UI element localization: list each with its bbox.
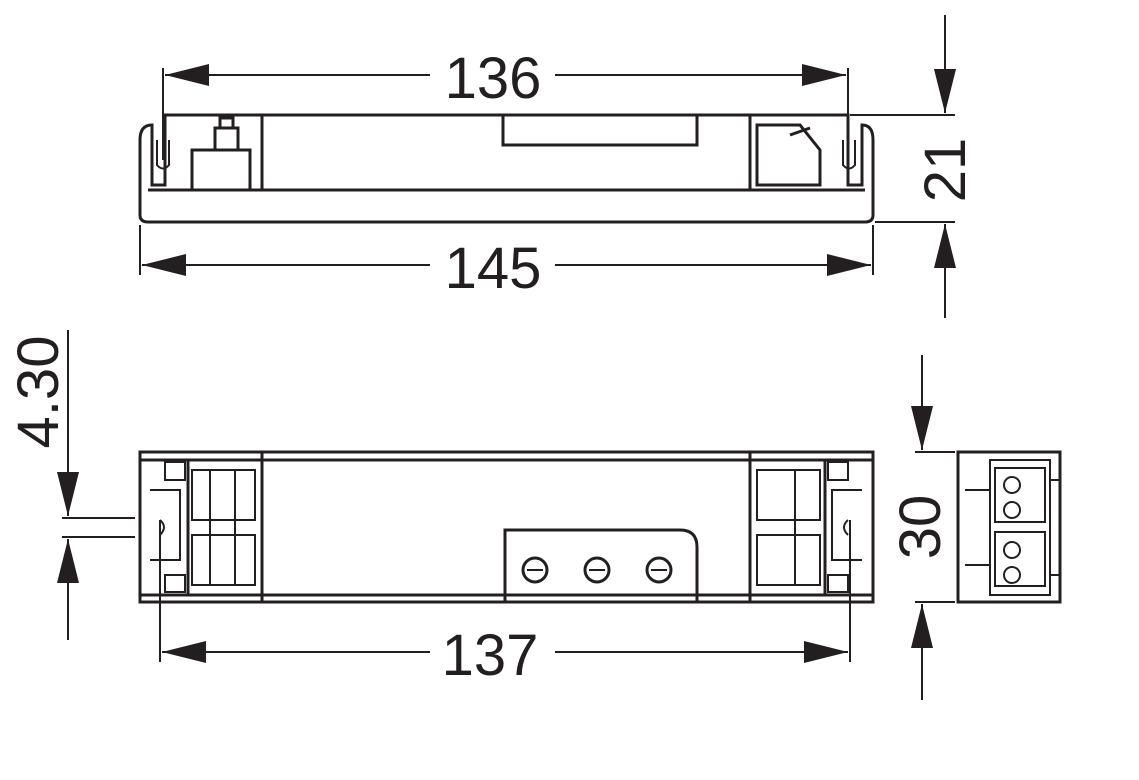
dimension-145: 145 xyxy=(139,225,874,301)
plan-view xyxy=(138,450,875,604)
end-view xyxy=(956,450,1062,604)
dimension-label: 30 xyxy=(888,495,953,560)
dimension-136: 136 xyxy=(162,46,849,160)
dimension-label: 4.30 xyxy=(6,336,71,449)
side-elevation-view xyxy=(138,113,875,224)
dimension-label: 137 xyxy=(442,623,539,688)
dimension-label: 136 xyxy=(445,46,542,111)
dimension-137: 137 xyxy=(159,520,851,688)
dimension-label: 21 xyxy=(913,138,978,203)
dimension-label: 145 xyxy=(445,236,542,301)
dimension-4-30: 4.30 xyxy=(6,330,135,640)
dimension-30: 30 xyxy=(888,355,955,700)
dimension-21: 21 xyxy=(850,15,978,318)
terminal-screws xyxy=(521,556,673,584)
